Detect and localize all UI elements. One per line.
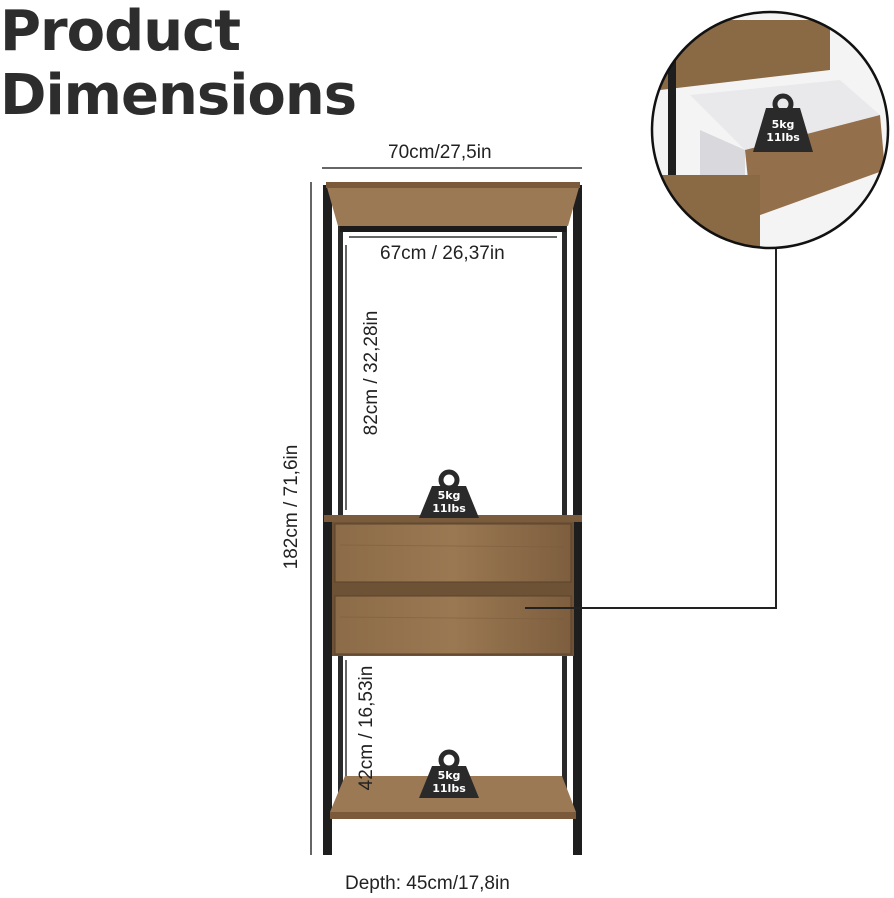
weight-badge-inset: 5kg 11lbs: [752, 104, 814, 162]
weight-icon: [419, 469, 479, 518]
width-label: 70cm/27,5in: [388, 142, 492, 163]
weight-kg: 5kg: [437, 489, 461, 502]
page-title: Product Dimensions: [0, 0, 357, 128]
lower-height-label: 42cm / 16,53in: [356, 665, 377, 791]
lower-drawer: [334, 595, 572, 655]
weight-kg: 5kg: [771, 118, 795, 131]
title-line-1: Product: [0, 0, 241, 64]
weight-icon: [753, 93, 813, 152]
weight-badge-drawer-top: 5kg 11lbs: [418, 482, 480, 540]
weight-kg: 5kg: [437, 769, 461, 782]
top-shelf: [326, 182, 580, 232]
title-line-2: Dimensions: [0, 63, 357, 128]
depth-label: Depth: 45cm/17,8in: [345, 873, 510, 894]
weight-badge-bottom-shelf: 5kg 11lbs: [418, 762, 480, 820]
weight-lbs: 11lbs: [432, 782, 466, 795]
total-height-label: 182cm / 71,6in: [281, 444, 302, 570]
drawer-detail-inset: [650, 10, 890, 250]
callout-line: [525, 245, 777, 609]
weight-lbs: 11lbs: [432, 502, 466, 515]
weight-icon: [419, 749, 479, 798]
weight-lbs: 11lbs: [766, 131, 800, 144]
rail-width-label: 67cm / 26,37in: [380, 243, 505, 264]
upper-drawer: [334, 523, 572, 583]
hanging-height-label: 82cm / 32,28in: [361, 310, 382, 436]
hanging-rail: [340, 226, 566, 232]
drawer-unit: [324, 515, 582, 656]
